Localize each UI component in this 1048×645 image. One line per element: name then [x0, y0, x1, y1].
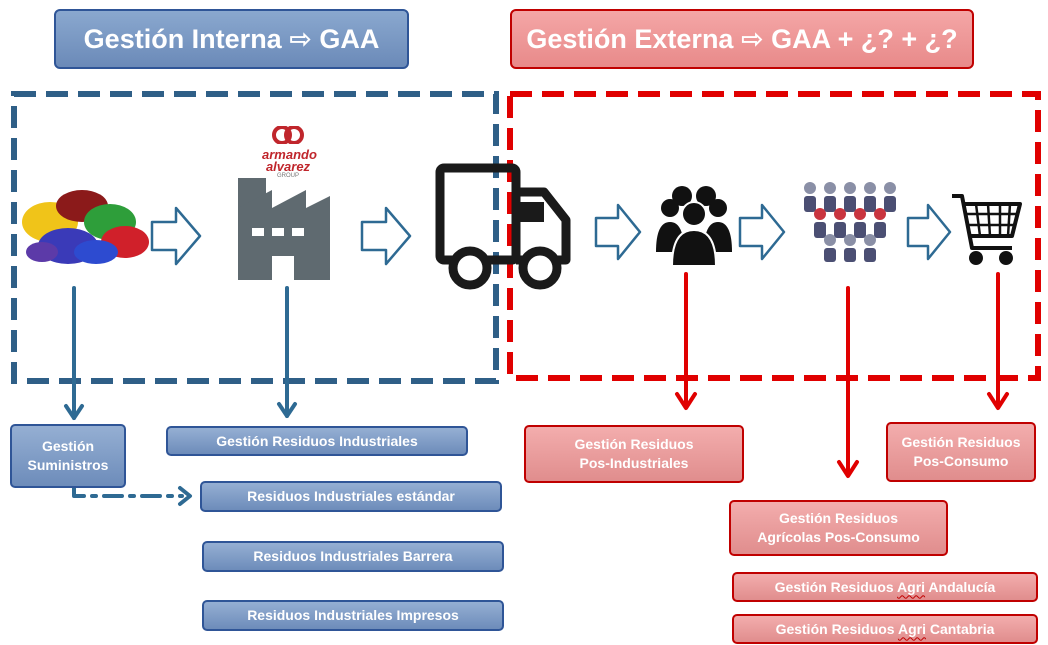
residuos-impresos-box: Residuos Industriales Impresos [202, 600, 504, 631]
armando-alvarez-logo: armando alvarez GROUP [262, 125, 317, 180]
agri-andalucia-prefix: Gestión Residuos [774, 578, 898, 595]
gestion-suministros-line2: Suministros [27, 457, 109, 473]
logo-line-1: armando [262, 147, 317, 162]
arrow-crowd-head [837, 460, 859, 478]
agri-cantabria-agri: Agri [897, 620, 926, 637]
flow-arrow-4 [738, 203, 786, 261]
internal-frame [11, 91, 499, 384]
flow-arrow-5 [906, 203, 952, 261]
internal-management-banner: Gestión Interna ⇨ GAA [54, 9, 409, 69]
arrow-pellets-head [64, 404, 84, 420]
shopping-cart-icon [952, 194, 1022, 265]
pos-industriales-line2: Pos-Industriales [579, 455, 689, 471]
logo-mark-icon [272, 125, 304, 145]
agri-andalucia-region: Andalucía [925, 578, 996, 595]
logo-line-2: alvarez [265, 159, 311, 174]
agri-cantabria-label: Gestión Residuos Agri Cantabria [776, 620, 995, 639]
factory-icon [238, 178, 330, 280]
pos-industriales-line1: Gestión Residuos [574, 436, 694, 453]
agri-cantabria-region: Cantabria [925, 620, 995, 637]
pos-consumo-line2: Pos-Consumo [913, 453, 1009, 469]
agricolas-pos-consumo-box: Gestión Residuos Agrícolas Pos-Consumo [729, 500, 948, 556]
pos-consumo-line1: Gestión Residuos [901, 434, 1021, 451]
gestion-residuos-industriales-box: Gestión Residuos Industriales [166, 426, 468, 456]
agri-cantabria-box: Gestión Residuos Agri Cantabria [732, 614, 1038, 644]
flow-arrow-2 [360, 206, 412, 266]
gestion-suministros-line1: Gestión [41, 438, 95, 455]
residuos-estandar-label: Residuos Industriales estándar [247, 488, 455, 505]
plastic-pellets-icon [22, 190, 149, 264]
arrow-people-head [675, 392, 697, 410]
pos-consumo-box: Gestión Residuos Pos-Consumo [886, 422, 1036, 482]
pos-industriales-box: Gestión Residuos Pos-Industriales [524, 425, 744, 483]
residuos-barrera-box: Residuos Industriales Barrera [202, 541, 504, 572]
crowd-icon [804, 182, 896, 262]
arrow-cart-head [987, 392, 1009, 410]
external-management-banner: Gestión Externa ⇨ GAA + ¿? + ¿? [510, 9, 974, 69]
residuos-barrera-label: Residuos Industriales Barrera [253, 548, 453, 565]
external-frame [507, 91, 1041, 381]
internal-management-title: Gestión Interna ⇨ GAA [83, 23, 380, 54]
agri-andalucia-box: Gestión Residuos Agri Andalucía [732, 572, 1038, 602]
agri-cantabria-prefix: Gestión Residuos [775, 620, 898, 637]
arrow-suministros-connector [72, 486, 184, 498]
agri-andalucia-agri: Agri [897, 578, 926, 595]
gestion-residuos-industriales-label: Gestión Residuos Industriales [216, 432, 418, 449]
arrow-factory-head [277, 402, 297, 418]
agricolas-line1: Gestión Residuos [778, 510, 899, 527]
residuos-estandar-box: Residuos Industriales estándar [200, 481, 502, 512]
agri-andalucia-label: Gestión Residuos Agri Andalucía [775, 578, 996, 597]
flow-arrow-3 [594, 203, 642, 261]
external-management-title: Gestión Externa ⇨ GAA + ¿? + ¿? [526, 23, 958, 54]
residuos-impresos-label: Residuos Industriales Impresos [247, 607, 459, 624]
flow-arrow-1 [150, 206, 202, 266]
truck-icon [435, 163, 571, 290]
agricolas-line2: Agrícolas Pos-Consumo [757, 529, 920, 545]
logo-line-3: GROUP [276, 173, 299, 179]
people-group-icon [656, 186, 732, 267]
gestion-suministros-box: Gestión Suministros [10, 424, 126, 488]
arrow-connector-head [178, 486, 192, 506]
